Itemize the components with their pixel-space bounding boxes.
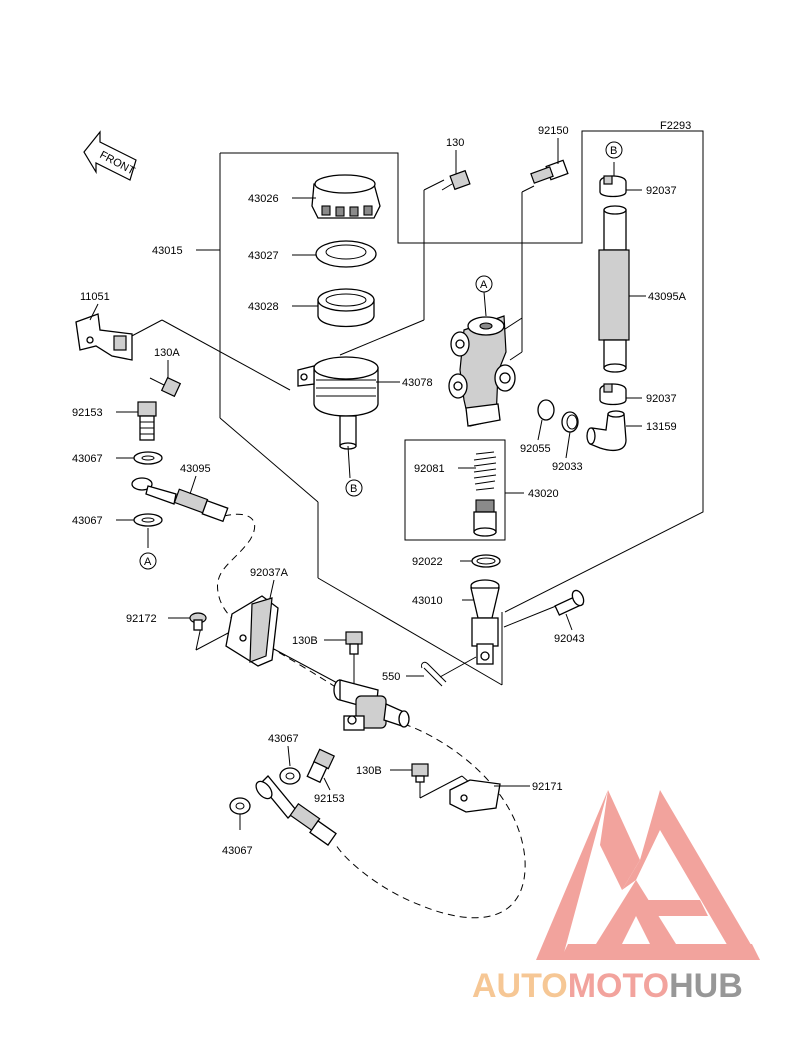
svg-text:A: A: [144, 556, 152, 568]
piston-kit-43020-box: [404, 439, 506, 541]
ref-marker-a-top: A: [475, 275, 493, 293]
circlip-92033: [561, 411, 579, 433]
callout-92037-top: 92037: [646, 185, 677, 197]
svg-text:B: B: [610, 145, 617, 157]
watermark-text: AUTOMOTOHUB: [472, 967, 743, 1005]
reservoir-cap-43026: [311, 174, 381, 219]
reservoir-tank-43078: [297, 356, 379, 450]
push-rod-43010: [470, 579, 500, 665]
hose-joint: [333, 679, 410, 731]
elbow-fitting-13159: [586, 410, 627, 452]
callout-43067-1: 43067: [72, 453, 103, 465]
diaphragm-plate-43027: [315, 240, 377, 268]
pin-92043: [554, 589, 585, 616]
bracket-92171: [449, 779, 501, 813]
callout-43067-4: 43067: [222, 845, 253, 857]
o-ring-92055: [537, 399, 555, 421]
callout-43095: 43095: [180, 463, 211, 475]
bolt-92172: [189, 612, 207, 631]
leader-lines: [89, 138, 646, 830]
callout-92172: 92172: [126, 613, 157, 625]
callout-92033: 92033: [552, 461, 583, 473]
banjo-bolt-92153-bottom: [306, 748, 336, 784]
front-direction-arrow: FRONT: [83, 130, 137, 181]
figure-code: F2293: [660, 120, 691, 132]
callout-43028: 43028: [248, 301, 279, 313]
callout-130b-2: 130B: [356, 765, 382, 777]
circlip-92022: [471, 554, 501, 568]
callout-43010: 43010: [412, 595, 443, 607]
bolt-130: [441, 169, 471, 191]
piston-assy: [473, 499, 497, 537]
brake-hose-routing: [217, 513, 526, 919]
callout-550: 550: [382, 671, 400, 683]
callout-92043: 92043: [554, 633, 585, 645]
ref-marker-b-top: B: [605, 141, 623, 159]
washer-43067-4: [229, 797, 251, 815]
bolt-130b-1: [345, 631, 363, 655]
diaphragm-43028: [317, 288, 375, 328]
callout-130b-1: 130B: [292, 635, 318, 647]
svg-text:B: B: [350, 483, 357, 495]
part-callouts: 130 92150 43026 43015 43027 43028 11051 …: [72, 125, 687, 857]
callout-92022: 92022: [412, 556, 443, 568]
callout-92153-top: 92153: [72, 407, 103, 419]
reservoir-hose-43095a: [598, 205, 630, 373]
callout-92055: 92055: [520, 443, 551, 455]
cotter-pin-550: [421, 661, 447, 687]
callout-43015: 43015: [152, 245, 183, 257]
callout-43026: 43026: [248, 193, 279, 205]
callout-92171: 92171: [532, 781, 563, 793]
callout-43067-3: 43067: [268, 733, 299, 745]
callout-43067-2: 43067: [72, 515, 103, 527]
spring-92081: [473, 451, 497, 491]
bracket-11051: [75, 313, 133, 361]
clamp-92037-top: [599, 175, 627, 198]
callout-43078: 43078: [402, 377, 433, 389]
master-cylinder-body: [448, 315, 516, 427]
hose-guide-92037a: [225, 595, 279, 667]
banjo-bolt-92153-top: [137, 401, 157, 441]
svg-text:A: A: [480, 279, 488, 291]
washer-43067-2: [133, 513, 163, 527]
callout-13159: 13159: [646, 421, 677, 433]
brake-hose-43095: [131, 477, 229, 523]
bolt-130a: [149, 376, 182, 398]
clamp-92037-bottom: [599, 383, 627, 406]
callout-92150: 92150: [538, 125, 569, 137]
ref-marker-b-bottom: B: [345, 479, 363, 497]
callout-92081: 92081: [414, 463, 445, 475]
callout-11051: 11051: [80, 291, 110, 303]
bolt-130b-2: [411, 763, 429, 783]
callout-130a: 130A: [154, 347, 180, 359]
callout-43095a: 43095A: [648, 291, 687, 303]
washer-43067-3: [279, 767, 301, 785]
callout-43027: 43027: [248, 250, 279, 262]
automotohub-watermark-logo: AUTOMOTOHUB: [472, 790, 760, 1005]
assembly-outline-lines: [127, 130, 704, 799]
callout-130: 130: [446, 137, 464, 149]
callout-92037a: 92037A: [250, 567, 289, 579]
callout-43020: 43020: [528, 488, 559, 500]
lower-hose-end: [255, 775, 337, 846]
callout-92153-bottom: 92153: [314, 793, 345, 805]
callout-92037-bottom: 92037: [646, 393, 677, 405]
ref-marker-a-bottom: A: [139, 552, 157, 570]
washer-43067-1: [133, 451, 163, 465]
bolt-92150: [530, 159, 569, 184]
